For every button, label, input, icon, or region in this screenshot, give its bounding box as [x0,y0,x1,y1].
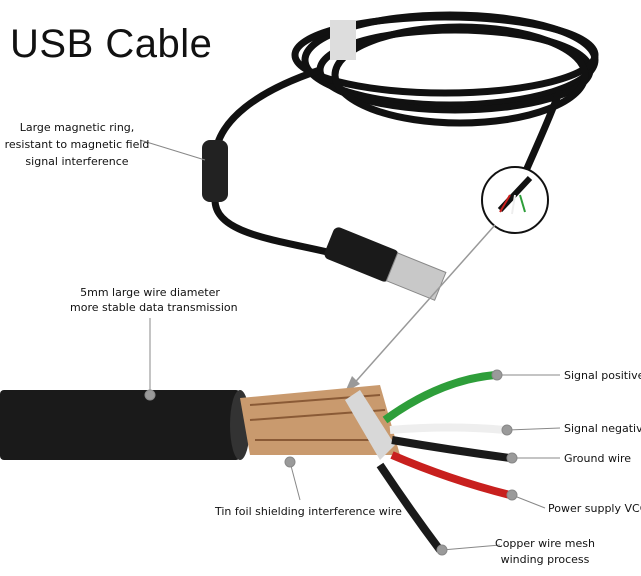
tin-foil-label: Tin foil shielding interference wire [215,505,402,518]
cable-cross-section [0,371,516,554]
zoom-arrow [349,224,496,389]
callout-line: Copper wire mesh [495,537,595,550]
callout-lines [139,139,561,556]
ground-wire-label: Ground wire [564,452,632,465]
magnetic-ring-callout: Large magnetic ring, resistant to magnet… [2,119,152,170]
callout-line: resistant to magnetic field [4,138,150,151]
page-title: USB Cable [10,22,213,66]
signal-negative-label: Signal negative [564,422,641,435]
ferrite-ring [202,140,228,202]
signal-positive-label: Signal positive [564,369,641,382]
usb-plug [324,227,447,301]
wire-diameter-callout: 5mm large wire diameter more stable data… [70,285,238,315]
callout-line: winding process [500,553,590,566]
callout-line: Large magnetic ring, [19,121,135,134]
callout-line: signal interference [25,155,129,168]
callout-line: 5mm large wire diameter [80,286,220,299]
copper-mesh-callout: Copper wire mesh winding process [485,536,605,568]
power-supply-label: Power supply VCC [548,502,641,515]
callout-line: more stable data transmission [70,301,238,314]
cable-label-tag [330,20,356,60]
